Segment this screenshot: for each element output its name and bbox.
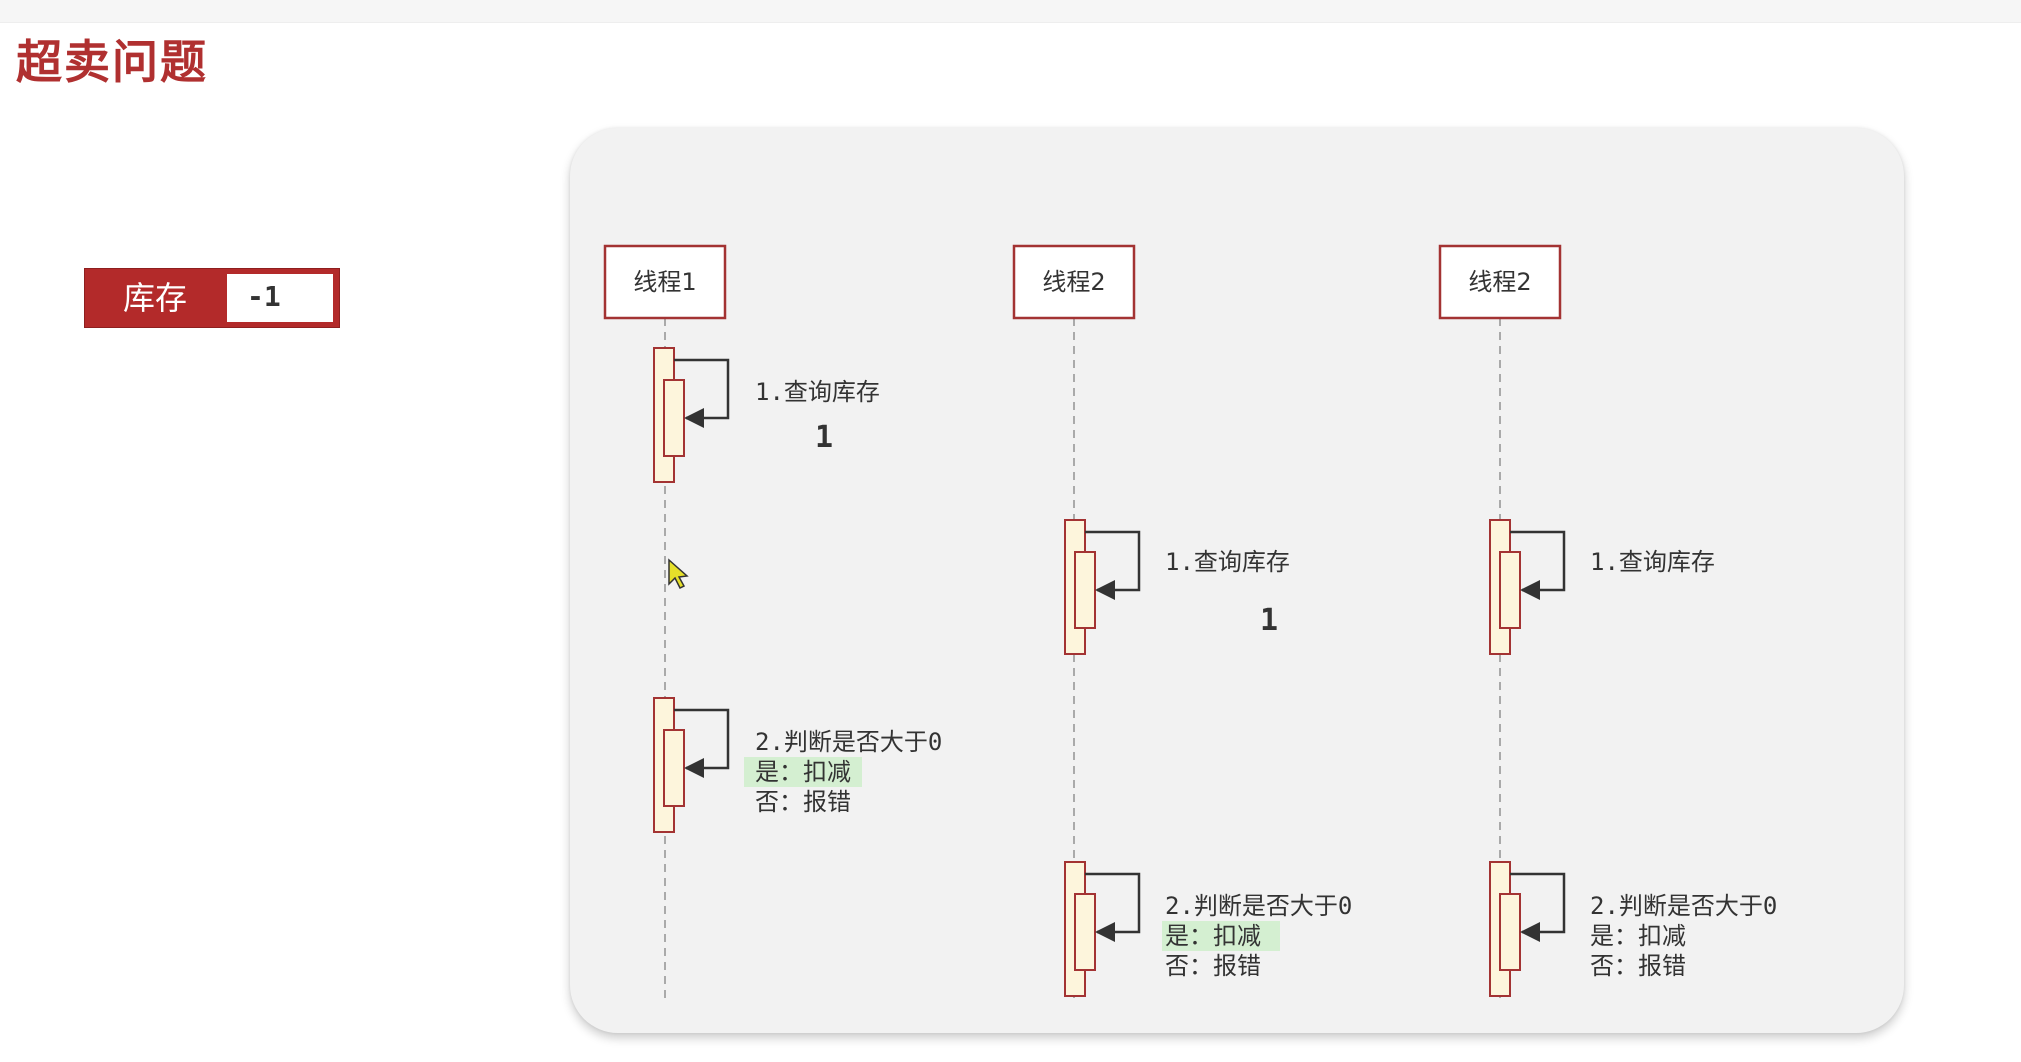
self-call-arrow-2a (1085, 530, 1141, 600)
thread-1-header (603, 244, 727, 320)
thread-2-header (1012, 244, 1136, 320)
self-call-arrow-3b (1510, 872, 1566, 942)
activation-1b-inner (663, 729, 685, 807)
step2-yes-1: 是：扣减 (755, 758, 851, 786)
top-bar (0, 0, 2021, 23)
stock-value: -1 (227, 274, 333, 322)
lane-thread-2: 线程2 1.查询库存 1 2.判断是否大于0 是：扣减 否：报错 (1012, 244, 1352, 998)
step2-label-2: 2.判断是否大于0 (1165, 892, 1352, 920)
stock-widget: 库存 -1 (84, 268, 340, 328)
diagram-panel (570, 128, 1904, 1033)
thread-1-title: 线程1 (633, 268, 696, 296)
query-result-1: 1 (815, 420, 833, 455)
thread-2-title: 线程2 (1042, 268, 1105, 296)
self-call-arrow-1a (674, 358, 730, 428)
highlight-1 (744, 757, 862, 787)
step2-label-1: 2.判断是否大于0 (755, 728, 942, 756)
step2-no-2: 否：报错 (1165, 952, 1261, 980)
thread-3-title: 线程2 (1468, 268, 1531, 296)
step2-no-3: 否：报错 (1590, 952, 1686, 980)
step2-yes-3: 是：扣减 (1590, 922, 1686, 950)
lane-thread-1: 线程1 1.查询库存 1 2.判断是否大于0 是：扣减 否：报错 (603, 244, 942, 1002)
step2-yes-2: 是：扣减 (1165, 922, 1261, 950)
step2-no-1: 否：报错 (755, 788, 851, 816)
query-result-2: 1 (1260, 603, 1278, 638)
activation-3a-inner (1499, 551, 1521, 629)
step2-label-3: 2.判断是否大于0 (1590, 892, 1777, 920)
stock-label: 库存 (122, 279, 187, 317)
thread-3-header (1438, 244, 1562, 320)
step1-label-1: 1.查询库存 (755, 378, 880, 406)
highlight-2 (1162, 921, 1280, 951)
step1-label-3: 1.查询库存 (1590, 548, 1715, 576)
activation-3b-inner (1499, 893, 1521, 971)
lane-thread-3: 线程2 1.查询库存 2.判断是否大于0 是：扣减 否：报错 (1438, 244, 1777, 998)
self-call-arrow-1b (674, 708, 730, 778)
self-call-arrow-3a (1510, 530, 1566, 600)
page-title: 超卖问题 (16, 35, 208, 89)
self-call-arrow-2b (1085, 872, 1141, 942)
mouse-pointer-icon (668, 558, 689, 590)
step1-label-2: 1.查询库存 (1165, 548, 1290, 576)
activation-2a-inner (1074, 551, 1096, 629)
activation-2b-inner (1074, 893, 1096, 971)
activation-1a-inner (663, 379, 685, 457)
